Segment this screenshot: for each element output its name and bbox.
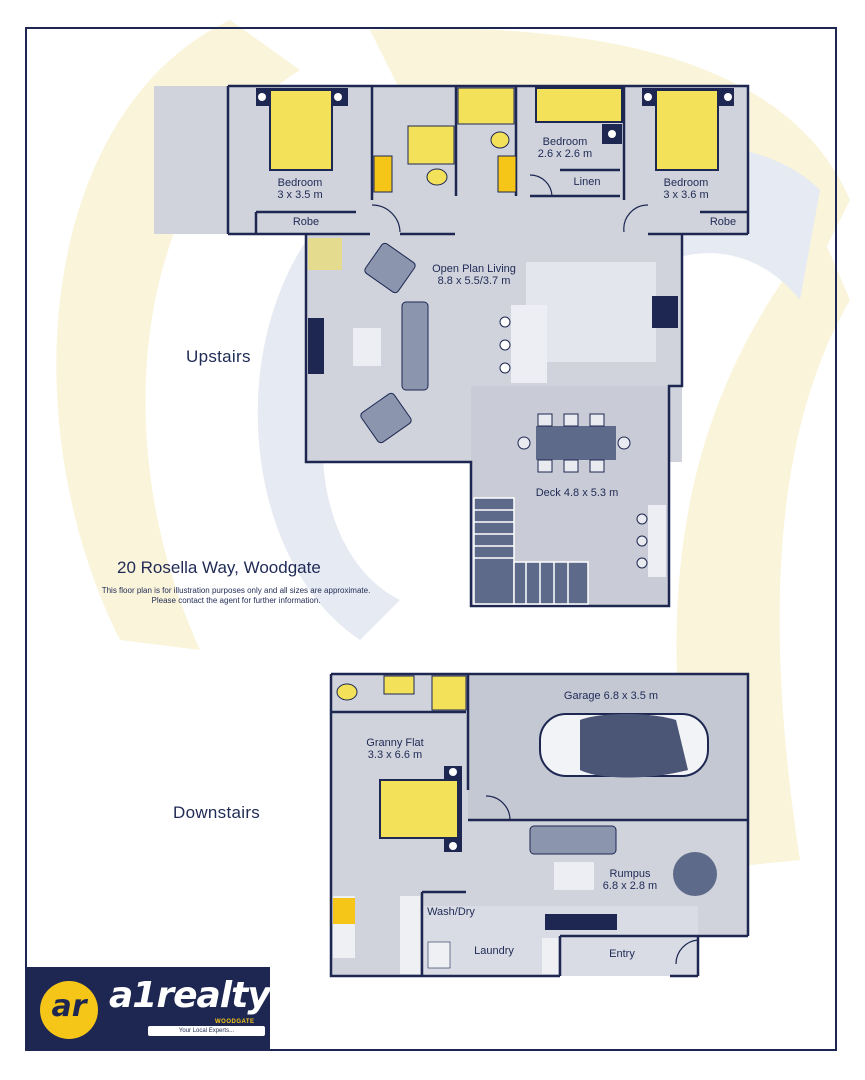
deck-bench <box>648 505 666 577</box>
room-label-robe-2: Robe <box>709 216 737 228</box>
kitchen-bench <box>526 262 656 362</box>
logo-tagline: Your Local Experts... <box>148 1026 265 1036</box>
bed-icon <box>256 88 348 171</box>
section-label-downstairs: Downstairs <box>173 803 261 822</box>
sofa-icon <box>360 242 429 444</box>
logo-mark-icon: ar <box>40 981 98 1039</box>
stool-icon <box>499 316 511 374</box>
side-table <box>308 238 342 270</box>
shower-icon <box>407 87 515 165</box>
bed-icon <box>642 88 734 171</box>
wardrobe <box>400 896 420 974</box>
property-address: 20 Rosella Way, Woodgate <box>117 558 321 577</box>
bed-icon <box>379 766 462 852</box>
room-label-laundry: Laundry <box>474 945 514 957</box>
room-label-robe-1: Robe <box>292 216 320 228</box>
sofa-icon <box>529 825 617 855</box>
toilet-icon <box>336 675 467 711</box>
coffee-table <box>554 862 594 890</box>
room-label-deck: Deck 4.8 x 5.3 m <box>535 487 619 499</box>
fridge <box>652 296 678 328</box>
logo-brand-name: a1realty <box>109 975 271 1016</box>
island-bench <box>511 305 547 383</box>
tv-unit <box>545 914 617 930</box>
vanity-icon <box>373 131 517 193</box>
disclaimer: This floor plan is for illustration purp… <box>101 586 371 605</box>
room-label-entry: Entry <box>609 948 635 960</box>
dining-table <box>536 426 616 460</box>
upstairs-plan <box>154 84 750 608</box>
logo-location: WOODGATE <box>215 1019 255 1025</box>
round-table <box>673 852 717 896</box>
coffee-table <box>353 328 381 366</box>
chair-icon <box>517 413 648 569</box>
car-icon <box>539 713 709 778</box>
page-border <box>25 27 837 1051</box>
section-label-upstairs: Upstairs <box>186 347 251 366</box>
laundry-bench <box>542 938 558 974</box>
tv-unit <box>308 318 324 374</box>
staircase <box>473 497 589 605</box>
room-label-linen: Linen <box>573 176 601 188</box>
room-label-garage: Garage 6.8 x 3.5 m <box>563 690 659 702</box>
room-label-wash-dry: Wash/Dry <box>427 906 475 918</box>
bed-icon <box>535 87 623 144</box>
laundry-sink <box>427 941 451 969</box>
laundry-tub <box>333 898 355 924</box>
downstairs-plan <box>329 672 750 978</box>
agency-logo: ar a1realty WOODGATE Your Local Experts.… <box>27 967 271 1050</box>
